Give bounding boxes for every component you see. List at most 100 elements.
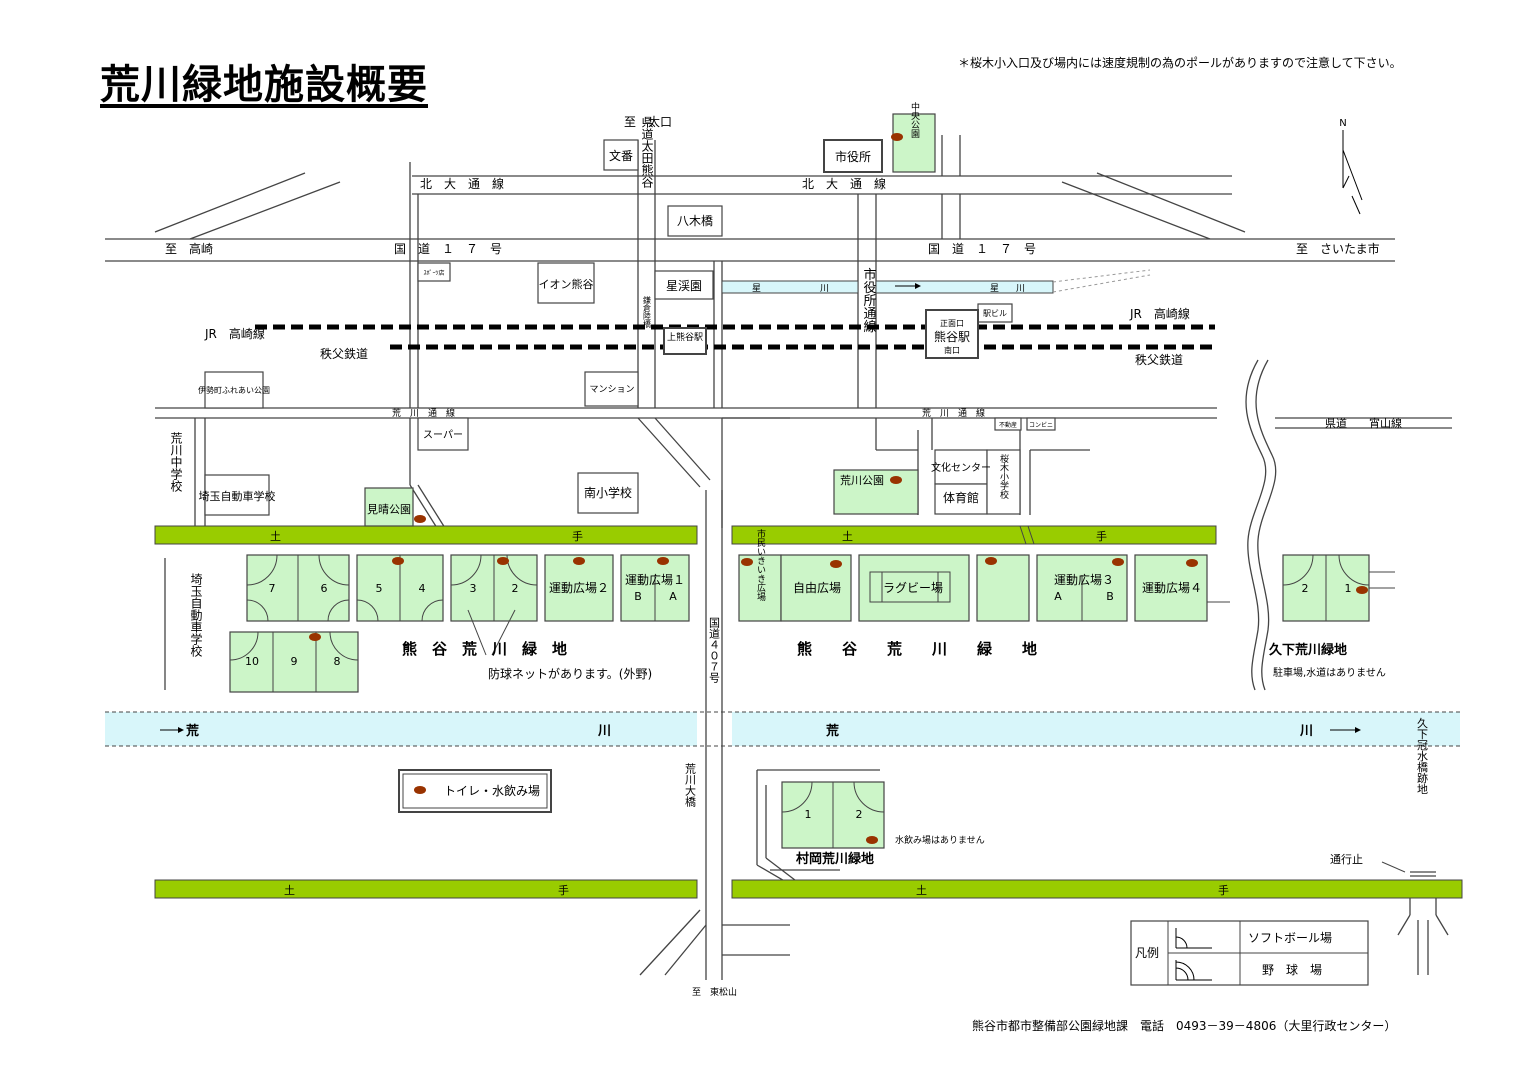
driving-school-label: 埼玉自動車学校: [199, 489, 276, 503]
field-number: 2: [1302, 582, 1309, 595]
road-label-route17: 国 道 １ ７ 号: [394, 242, 502, 256]
dest-north-label: 至 太口: [624, 114, 672, 129]
yagibashi-label: 八木橋: [677, 214, 713, 228]
field-undo3-a: A: [1054, 590, 1062, 603]
field-undo3-b: B: [1106, 590, 1114, 603]
toilet-icon: [985, 557, 997, 565]
hoshikawa-label: 星: [990, 283, 999, 294]
dest-south-label: 至 東松山: [692, 986, 737, 998]
real-estate-label: 不動産: [999, 421, 1017, 429]
kuge-bridge-site-label: 久下冠水橋跡地: [1416, 717, 1429, 794]
kami-kumagaya-station: 上熊谷駅: [667, 331, 703, 343]
convenience-store-label: コンビニ: [1029, 421, 1053, 429]
field-undo2-label: 運動広場２: [549, 581, 609, 595]
field-number: 1: [1345, 582, 1352, 595]
landmarks: [204, 113, 1056, 527]
jr-takasaki-label: JR 高崎線: [1129, 306, 1190, 321]
north-label: N: [1339, 118, 1346, 129]
hoshikawa-label: 星: [752, 283, 761, 294]
sports-shop-label: ｽﾎﾟｰﾂ店: [423, 269, 444, 277]
arakawa-label: 荒: [825, 723, 839, 739]
road-label-kendo-ota-kumagaya: 県道太田熊谷: [640, 116, 654, 189]
arakawa-label: 川: [1299, 724, 1313, 739]
embankment-label: 土: [916, 884, 927, 897]
field-labels: 7 6 5 4 3 2 10 9 8 運動広場２ 運動広場１ B A 自由広場 …: [245, 528, 1352, 821]
muraoka-note: 水飲み場はありません: [895, 834, 985, 846]
arakawa-label: 川: [597, 724, 611, 739]
kamakura-bridge-label: 鎌倉陸橋: [643, 295, 652, 329]
road-label-arakawa-dori: 荒 川 通 線: [922, 407, 985, 419]
culture-center-label: 文化センター: [931, 461, 991, 474]
chichibu-railway-label: 秩父鉄道: [1135, 352, 1183, 367]
road-label-hokudai: 北 大 通 線: [420, 176, 504, 191]
footer-contact: 熊谷市都市整備部公園緑地課 電話 0493－39－4806（大里行政センター）: [972, 1019, 1397, 1033]
toilet-icon: [414, 515, 426, 523]
toilet-icon: [830, 560, 842, 568]
field-undo1-b: B: [634, 590, 642, 603]
station-front-exit: 正面口: [940, 319, 964, 328]
field-number: 4: [419, 582, 426, 595]
road-network: [105, 135, 1452, 980]
field-number: 2: [512, 582, 519, 595]
hoshikawa-river: 星 川 星 川: [721, 269, 1151, 294]
dest-west-label: 至 高崎: [165, 241, 213, 256]
softball-legend-label: ソフトボール場: [1248, 931, 1332, 945]
muraoka-arakawa-ryokuchi: 村岡荒川緑地: [796, 851, 874, 867]
toilet-icon: [891, 133, 903, 141]
toilet-icon: [741, 558, 753, 566]
driving-school-vertical-label: 埼玉自動車学校: [189, 573, 203, 657]
dest-east-label: 至 さいたま市: [1296, 241, 1380, 256]
road-label-route407: 国道４０７号: [708, 617, 721, 684]
field-type-legend: 凡例 ソフトボール場 野 球 場: [1130, 920, 1369, 986]
toilet-icon: [497, 557, 509, 565]
arakawa-river: 荒 川 荒 川: [105, 711, 1460, 747]
sakuragi-es-label: 桜木小学校: [998, 453, 1009, 500]
field-dividers: [229, 554, 1406, 873]
field-undo1-a: A: [669, 590, 677, 603]
vertical-road-labels: 県道太田熊谷 市役所通線 国道４０７号 鎌倉陸橋 荒川大橋 久下冠水橋跡地: [640, 116, 1429, 808]
embankment-label: 土: [270, 530, 281, 543]
embankment-label: 手: [1218, 883, 1229, 897]
station-building: 駅ビル: [983, 309, 1007, 318]
city-hall-label: 市役所: [835, 149, 871, 164]
gymnasium-label: 体育館: [943, 490, 979, 505]
rail-labels: JR 高崎線 JR 高崎線 秩父鉄道 秩父鉄道 正面口 熊谷駅 南口 上熊谷駅 …: [204, 306, 1190, 367]
toilet-icon: [1112, 558, 1124, 566]
station-south-exit: 南口: [944, 345, 960, 355]
embankment-label: 土: [284, 884, 295, 897]
mansion-label: マンション: [589, 385, 634, 395]
bunban-label: 文番: [609, 148, 633, 163]
baseball-legend-label: 野 球 場: [1262, 963, 1322, 977]
railway-lines: [255, 324, 1215, 350]
field-undo1-label: 運動広場１: [625, 573, 685, 587]
supermarket-label: スーパー: [423, 429, 463, 441]
flow-arrow-icon: [1355, 727, 1361, 733]
page-title: 荒川緑地施設概要: [100, 62, 428, 108]
field-number: 8: [334, 655, 341, 668]
toilet-icon: [309, 633, 321, 641]
hoshikawa-label: 川: [820, 284, 829, 294]
stream: [1245, 359, 1277, 691]
field-number: 1: [805, 808, 812, 821]
road-label-shiyakusho: 市役所通線: [861, 267, 877, 333]
kumagaya-arakawa-ryokuchi-east: 熊 谷 荒 川 緑 地: [797, 640, 1037, 658]
arakawa-label: 荒: [185, 723, 199, 739]
field-undo4-label: 運動広場４: [1142, 581, 1202, 595]
aeon-label: イオン熊谷: [539, 277, 594, 291]
field-undo3-label: 運動広場３: [1054, 573, 1114, 587]
field-number: 3: [470, 582, 477, 595]
field-rugby-label: ラグビー場: [883, 581, 943, 595]
field-number: 2: [856, 808, 863, 821]
field-number: 6: [321, 582, 328, 595]
baseball-field-icon: [1175, 960, 1212, 981]
chuo-park-label: 中央公園: [909, 101, 920, 139]
toilet-icon: [414, 786, 426, 794]
toilet-markers: [309, 133, 1368, 844]
toilet-icon: [573, 557, 585, 565]
field-number: 9: [291, 655, 298, 668]
isemachi-park-label: 伊勢町ふれあい公園: [198, 385, 270, 395]
area-notes: 駐車場,水道はありません 水飲み場はありません 防球ネットがあります。(外野): [488, 666, 1386, 846]
north-arrow: N: [1339, 118, 1363, 215]
field-jiyu-label: 自由広場: [793, 581, 841, 595]
